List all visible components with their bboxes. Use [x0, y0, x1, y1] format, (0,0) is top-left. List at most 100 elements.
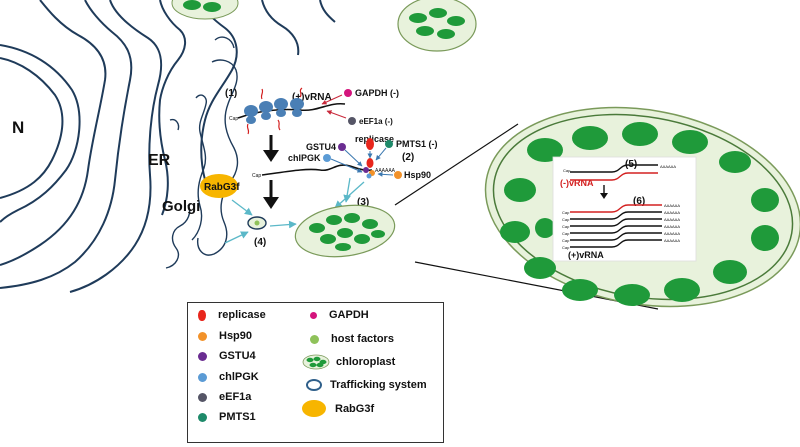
polya-c: AAAAAA [664, 217, 680, 222]
ribosomes [244, 98, 304, 124]
legend-chlpgk: chlPGK [198, 371, 259, 383]
replication-complex [363, 158, 375, 179]
inset-progeny-strands [570, 211, 662, 248]
step-3-label: (3) [357, 197, 369, 208]
legend-pmts1: PMTS1 [198, 411, 256, 423]
chloroplast-top-right [397, 0, 477, 52]
er-membranes [0, 0, 336, 293]
gapdh-inhibit-arrow [321, 94, 343, 105]
eef1a-inhibit-arrow [326, 110, 347, 119]
inset-cap-column: Cap Cap Cap Cap Cap Cap [562, 210, 570, 250]
inset-minus-strand [570, 172, 658, 181]
rabg3f-label: RabG3f [204, 182, 240, 193]
inset-arrow-head [600, 193, 608, 199]
hsp90-label: Hsp90 [404, 170, 431, 180]
golgi-label: Golgi [162, 198, 200, 215]
legend-label: chlPGK [219, 371, 259, 383]
eef1a-icon [198, 392, 207, 402]
replicase-label: replicase [355, 134, 394, 144]
cap-c: Cap [562, 224, 570, 229]
gstu4-dot [338, 143, 346, 151]
cap-a: Cap [562, 210, 570, 215]
legend-label: host factors [331, 333, 394, 345]
pmts1-dot [385, 140, 393, 148]
legend-label: PMTS1 [219, 411, 256, 423]
pmts1-icon [198, 412, 207, 422]
minus-vrna-label: (-)vRNA [560, 178, 594, 188]
gstu4-label: GSTU4 [306, 142, 336, 152]
polya-b: AAAAAA [664, 210, 680, 215]
gapdh-label: GAPDH (-) [355, 88, 399, 98]
cap-b: Cap [562, 217, 570, 222]
chloroplast-center [294, 204, 396, 258]
legend-trafficking: Trafficking system [306, 379, 427, 391]
chloroplast-top-left [171, 0, 239, 20]
legend-label: Trafficking system [330, 379, 427, 391]
cap-label-2: Cap [252, 173, 261, 179]
legend-label: replicase [218, 309, 266, 321]
eef1a-dot [348, 117, 356, 125]
pmts1-label: PMTS1 (-) [396, 139, 438, 149]
nascent-peptides [246, 87, 303, 135]
legend-label: RabG3f [335, 402, 375, 415]
trafficking-arrows [224, 177, 365, 244]
cap-d: Cap [562, 231, 570, 236]
step-6-label: (6) [633, 196, 645, 207]
plus-vrna-strand-2 [261, 164, 373, 176]
legend-label: Hsp90 [219, 330, 253, 342]
rabg3f-icon [302, 400, 326, 417]
legend-label: chloroplast [336, 356, 396, 368]
vesicle-ring-icon [306, 379, 322, 391]
hsp90-dot [394, 171, 402, 179]
replicase-icon [198, 309, 206, 321]
legend-eef1a: eEF1a [198, 391, 251, 403]
legend-label: eEF1a [219, 391, 252, 403]
polya-f: AAAAAA [664, 238, 680, 243]
legend-gapdh: GAPDH [310, 309, 369, 321]
legend: replicase Hsp90 GSTU4 chlPGK eEF1a PMTS1… [187, 302, 444, 443]
legend-hsp90: Hsp90 [198, 330, 252, 342]
replicase-dot [366, 138, 374, 150]
cap-f: Cap [562, 245, 570, 250]
flow-arrows [263, 135, 279, 209]
step-1-label: (1) [225, 88, 237, 99]
polya-e: AAAAAA [664, 231, 680, 236]
golgi-stack [165, 36, 239, 269]
chlpgk-dot [323, 154, 331, 162]
step-2-label: (2) [402, 152, 414, 163]
legend-replicase: replicase [198, 309, 266, 321]
legend-label: GAPDH [329, 309, 369, 321]
plus-vrna-label: (+)vRNA [292, 92, 332, 103]
polya-label-5: AAAAAA [660, 164, 676, 169]
inset-template-strand [570, 204, 662, 213]
legend-gstu4: GSTU4 [198, 350, 256, 362]
gapdh-dot [344, 89, 352, 97]
polya-a: AAAAAA [664, 203, 680, 208]
chlpgk-icon [198, 372, 207, 382]
inset-plus-strand [570, 164, 658, 173]
trafficking-vesicle [247, 216, 267, 230]
er-label: ER [148, 152, 171, 169]
gstu4-icon [198, 351, 207, 361]
plus-vrna-inset-label: (+)vRNA [568, 250, 604, 260]
rabg3f-blob [200, 174, 238, 198]
cap-label-1: Cap [229, 116, 238, 122]
legend-label: GSTU4 [219, 350, 256, 362]
nucleus-label: N [12, 118, 24, 137]
legend-chloroplast: chloroplast [302, 354, 395, 370]
chlpgk-label: chlPGK [288, 153, 321, 163]
inset-polya-column: AAAAAA AAAAAA AAAAAA AAAAAA AAAAAA AAAAA… [664, 203, 680, 243]
polya-d: AAAAAA [664, 224, 680, 229]
replication-inset: (5) Cap AAAAAA (-)vRNA (6) Cap Cap Cap C… [552, 156, 697, 262]
host-factors-icon [310, 334, 319, 344]
legend-host-factors: host factors [310, 333, 394, 345]
cap-e: Cap [562, 238, 570, 243]
step-4-label: (4) [254, 237, 266, 248]
eef1a-label: eEF1a (-) [359, 117, 393, 126]
recruitment-arrows [330, 147, 394, 177]
cap-label-5: Cap [563, 168, 571, 173]
hsp90-icon [198, 331, 207, 341]
legend-rabg3f: RabG3f [302, 400, 374, 417]
gapdh-icon [310, 311, 317, 319]
